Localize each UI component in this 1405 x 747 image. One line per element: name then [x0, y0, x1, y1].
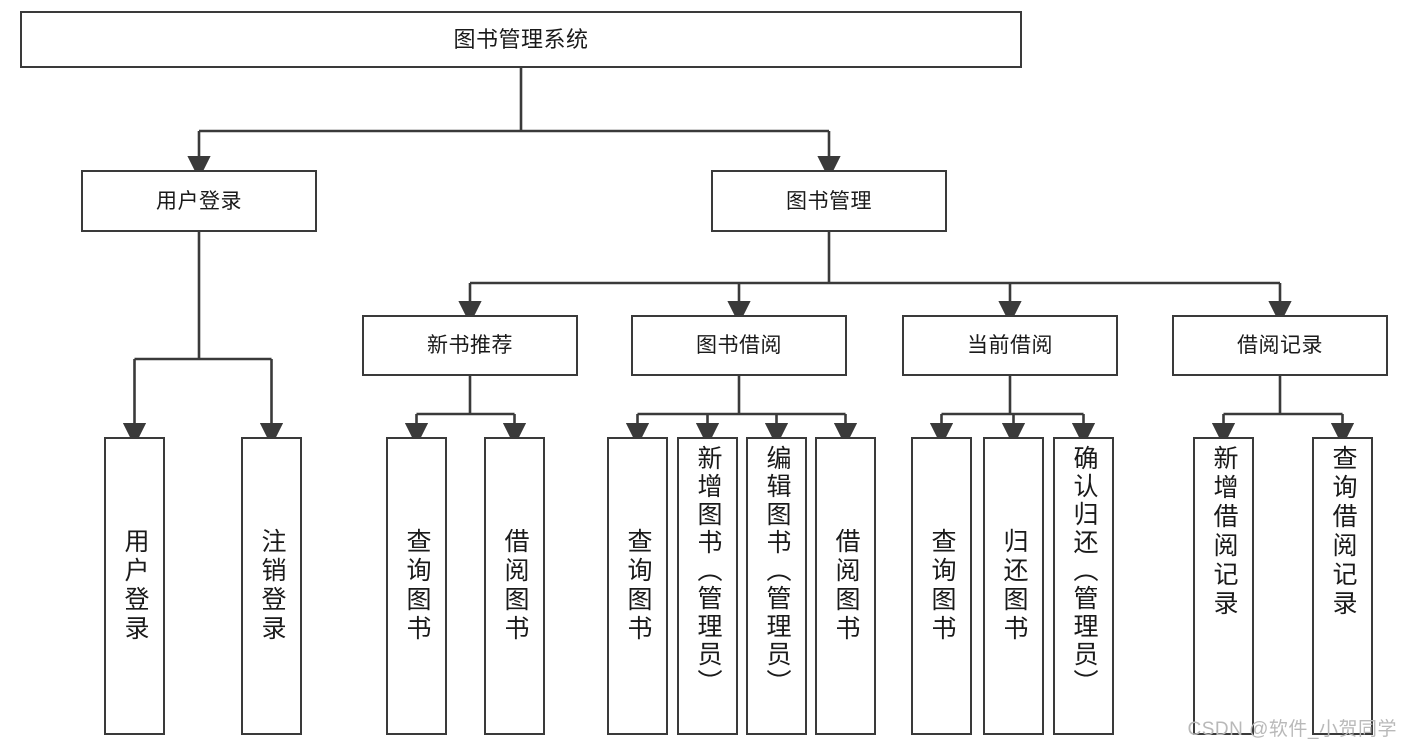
node-leaf-edit-book[interactable]: 编辑图书（管理员）	[746, 437, 807, 735]
node-label-book-borrow: 图书借阅	[696, 334, 782, 357]
node-label-leaf-logout: 注销登录	[258, 528, 286, 644]
node-leaf-return-book[interactable]: 归还图书	[983, 437, 1044, 735]
node-label-leaf-query-record: 查询借阅记录	[1329, 445, 1357, 619]
node-current-borrow[interactable]: 当前借阅	[902, 315, 1118, 376]
node-borrow-record[interactable]: 借阅记录	[1172, 315, 1388, 376]
node-label-leaf-confirm-return: 确认归还（管理员）	[1070, 445, 1098, 697]
node-leaf-confirm-return[interactable]: 确认归还（管理员）	[1053, 437, 1114, 735]
node-label-leaf-query-book-1: 查询图书	[403, 528, 431, 644]
node-leaf-query-book-3[interactable]: 查询图书	[911, 437, 972, 735]
node-label-root: 图书管理系统	[453, 26, 589, 52]
node-label-leaf-query-book-2: 查询图书	[624, 528, 652, 644]
node-leaf-user-login[interactable]: 用户登录	[104, 437, 165, 735]
node-leaf-borrow-book-1[interactable]: 借阅图书	[484, 437, 545, 735]
node-new-book-recommend[interactable]: 新书推荐	[362, 315, 578, 376]
node-leaf-query-book-2[interactable]: 查询图书	[607, 437, 668, 735]
node-user-login[interactable]: 用户登录	[81, 170, 317, 232]
node-label-leaf-query-book-3: 查询图书	[928, 528, 956, 644]
node-book-manage[interactable]: 图书管理	[711, 170, 947, 232]
node-label-leaf-return-book: 归还图书	[1000, 528, 1028, 644]
node-root[interactable]: 图书管理系统	[20, 11, 1022, 68]
node-label-leaf-borrow-book-2: 借阅图书	[832, 528, 860, 644]
node-book-borrow[interactable]: 图书借阅	[631, 315, 847, 376]
node-leaf-query-book-1[interactable]: 查询图书	[386, 437, 447, 735]
node-label-user-login: 用户登录	[156, 189, 242, 213]
node-leaf-add-book[interactable]: 新增图书（管理员）	[677, 437, 738, 735]
node-label-current-borrow: 当前借阅	[967, 334, 1053, 357]
node-label-book-manage: 图书管理	[786, 189, 872, 213]
csdn-watermark: CSDN @软件_小贺同学	[1187, 719, 1397, 740]
node-leaf-logout[interactable]: 注销登录	[241, 437, 302, 735]
node-leaf-query-record[interactable]: 查询借阅记录	[1312, 437, 1373, 735]
node-label-leaf-borrow-book-1: 借阅图书	[501, 528, 529, 644]
node-label-leaf-user-login: 用户登录	[121, 528, 149, 644]
node-label-leaf-add-book: 新增图书（管理员）	[694, 445, 722, 697]
node-label-new-book-recommend: 新书推荐	[427, 334, 513, 357]
node-leaf-add-record[interactable]: 新增借阅记录	[1193, 437, 1254, 735]
node-leaf-borrow-book-2[interactable]: 借阅图书	[815, 437, 876, 735]
node-label-leaf-add-record: 新增借阅记录	[1210, 445, 1238, 619]
node-label-borrow-record: 借阅记录	[1237, 334, 1323, 357]
node-label-leaf-edit-book: 编辑图书（管理员）	[763, 445, 791, 697]
